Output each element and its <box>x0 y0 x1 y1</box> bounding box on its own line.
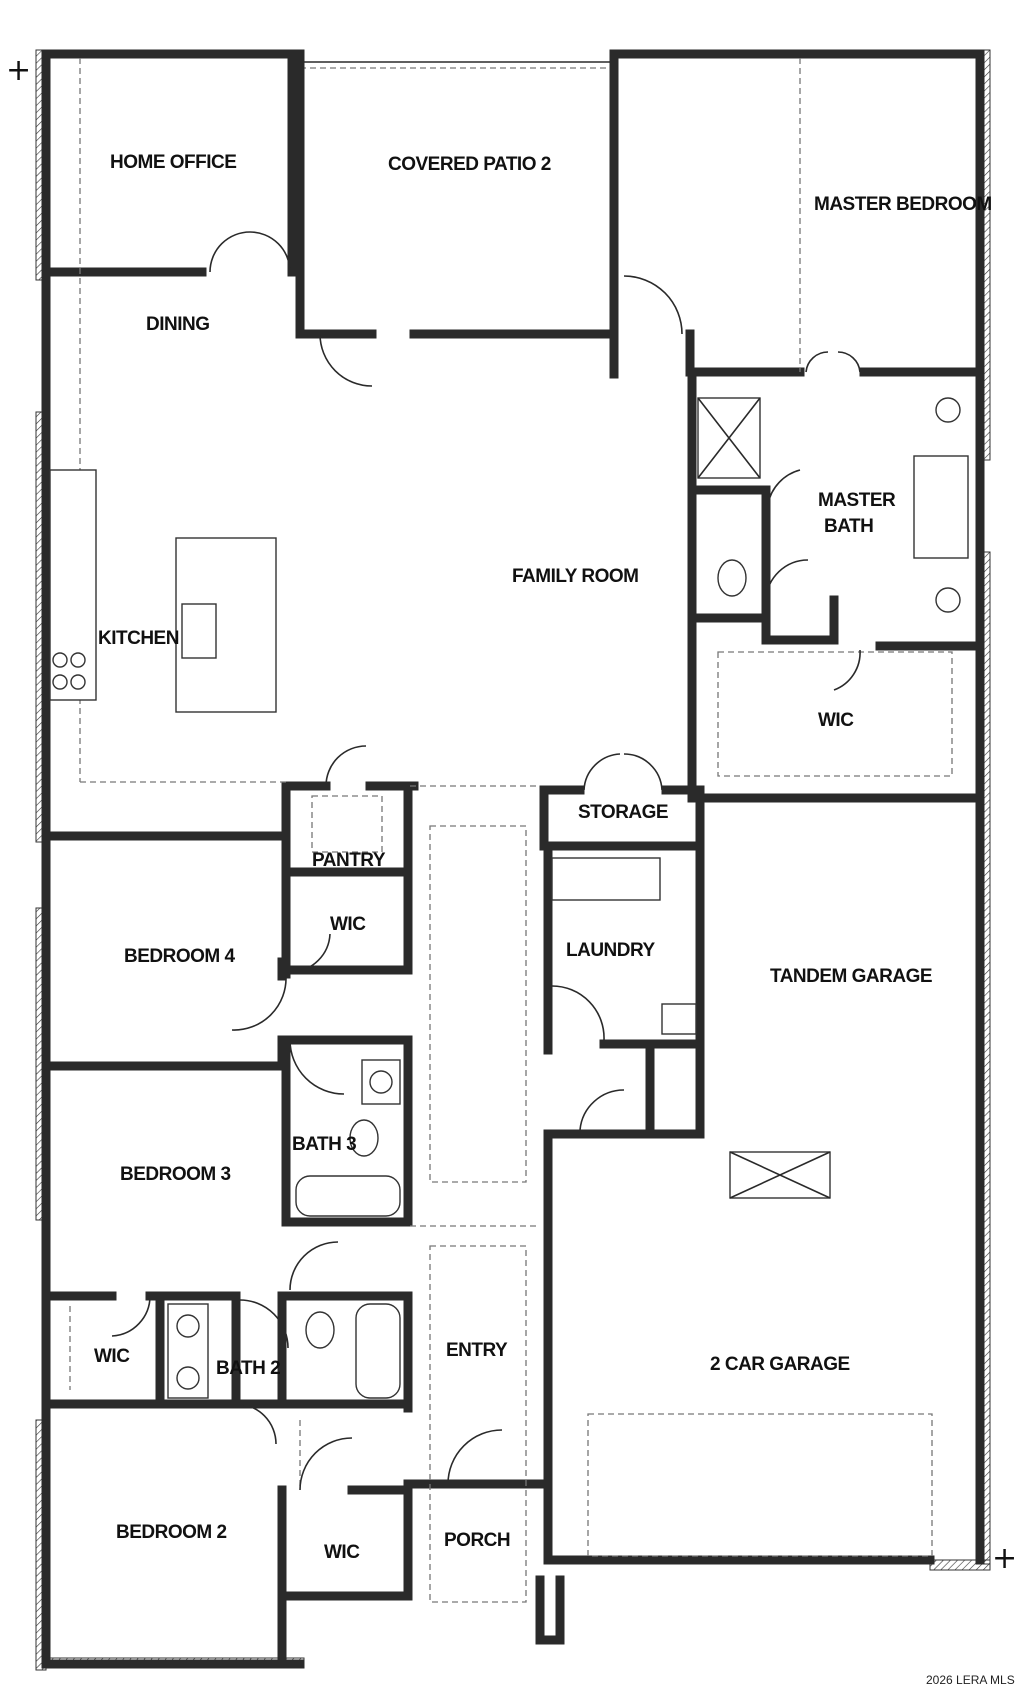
label-kitchen: KITCHEN <box>98 628 179 649</box>
label-wic-bed4: WIC <box>330 914 366 935</box>
label-dining: DINING <box>146 314 210 335</box>
label-bedroom4: BEDROOM 4 <box>124 946 236 967</box>
master-tub <box>913 455 969 559</box>
label-pantry: PANTRY <box>312 850 386 871</box>
label-covered-patio: COVERED PATIO 2 <box>388 154 551 175</box>
corner-marker-top-left: + <box>6 53 31 88</box>
doors <box>111 231 861 1491</box>
room-labels: HOME OFFICE COVERED PATIO 2 MASTER BEDRO… <box>94 152 992 1563</box>
label-family-room: FAMILY ROOM <box>512 566 638 587</box>
label-master-bath-1: MASTER <box>818 490 896 511</box>
label-bedroom3: BEDROOM 3 <box>120 1164 231 1185</box>
label-bath2: BATH 2 <box>216 1358 280 1379</box>
label-bath3: BATH 3 <box>292 1134 356 1155</box>
label-wic-bed2: WIC <box>324 1542 360 1563</box>
label-wic-master: WIC <box>818 710 854 731</box>
label-storage: STORAGE <box>578 802 668 823</box>
watermark: 2026 LERA MLS <box>926 1673 1015 1687</box>
exterior-hatch <box>35 49 991 1671</box>
master-toilet <box>717 559 747 597</box>
corner-marker-bottom-right: + <box>992 1541 1017 1576</box>
label-master-bedroom: MASTER BEDROOM <box>814 194 992 215</box>
label-porch: PORCH <box>444 1530 510 1551</box>
label-entry: ENTRY <box>446 1340 508 1361</box>
label-bedroom2: BEDROOM 2 <box>116 1522 227 1543</box>
walls <box>41 49 985 1669</box>
label-home-office: HOME OFFICE <box>110 152 236 173</box>
kitchen-sink <box>181 603 217 659</box>
label-laundry: LAUNDRY <box>566 940 656 961</box>
label-wic-bed3: WIC <box>94 1346 130 1367</box>
label-master-bath-2: BATH <box>824 516 873 537</box>
fixtures <box>49 397 969 1399</box>
label-tandem-garage: TANDEM GARAGE <box>770 966 932 987</box>
label-two-car-garage: 2 CAR GARAGE <box>710 1354 850 1375</box>
